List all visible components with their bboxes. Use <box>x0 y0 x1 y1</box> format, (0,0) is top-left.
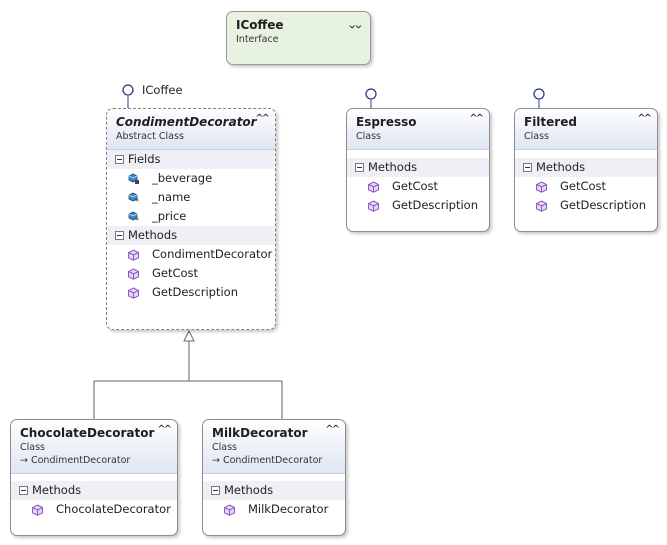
methods-section-header[interactable]: Methods <box>347 158 489 177</box>
chocolate-title: ChocolateDecorator <box>20 426 155 440</box>
fields-header-label: Fields <box>128 152 161 166</box>
svg-text:*: * <box>135 216 139 223</box>
method-item[interactable]: GetDescription <box>347 196 489 215</box>
method-cube-icon <box>127 268 140 280</box>
methods-section-header[interactable]: Methods <box>203 481 345 500</box>
double-chevron-down-icon[interactable]: ^^ <box>350 18 363 29</box>
espresso-stereotype: Class <box>356 131 381 142</box>
field-item[interactable]: _beverage <box>107 169 275 188</box>
lollipop-label-icoffee: ICoffee <box>142 83 183 97</box>
lollipop-espresso <box>365 88 377 108</box>
method-cube-icon <box>127 249 140 261</box>
chocolate-stereotype: Class <box>20 442 45 453</box>
minus-toggle-icon[interactable] <box>211 486 220 495</box>
chocolate-decorator-box[interactable]: ChocolateDecorator Class → CondimentDeco… <box>10 419 178 536</box>
double-chevron-up-icon[interactable]: ^^ <box>325 424 340 435</box>
milk-base-type: → CondimentDecorator <box>212 455 323 466</box>
method-cube-icon <box>535 181 548 193</box>
double-chevron-up-icon[interactable]: ^^ <box>469 113 484 124</box>
chocolate-base-type: → CondimentDecorator <box>20 455 131 466</box>
method-item[interactable]: GetDescription <box>107 283 275 302</box>
field-icon: * <box>127 211 139 223</box>
minus-toggle-icon[interactable] <box>115 231 124 240</box>
method-item[interactable]: MilkDecorator <box>203 500 345 519</box>
methods-section-header[interactable]: Methods <box>107 226 275 245</box>
milk-decorator-box[interactable]: MilkDecorator Class → CondimentDecorator… <box>202 419 346 536</box>
filtered-title: Filtered <box>524 115 577 129</box>
method-cube-icon <box>367 181 380 193</box>
method-item[interactable]: GetCost <box>347 177 489 196</box>
double-chevron-up-icon[interactable]: ^^ <box>157 424 172 435</box>
espresso-header: Espresso Class ^^ <box>347 109 489 150</box>
method-cube-icon <box>223 504 236 516</box>
condiment-title: CondimentDecorator <box>116 115 257 129</box>
double-chevron-up-icon[interactable]: ^^ <box>637 113 652 124</box>
method-cube-icon <box>367 200 380 212</box>
condiment-decorator-box[interactable]: CondimentDecorator Abstract Class ^^ Fie… <box>106 108 276 330</box>
icoffee-title: ICoffee <box>236 18 284 32</box>
filtered-stereotype: Class <box>524 131 549 142</box>
condiment-stereotype: Abstract Class <box>116 131 184 142</box>
icoffee-stereotype: Interface <box>236 34 279 45</box>
filtered-header: Filtered Class ^^ <box>515 109 657 150</box>
chocolate-header: ChocolateDecorator Class → CondimentDeco… <box>11 420 177 474</box>
minus-toggle-icon[interactable] <box>115 155 124 164</box>
minus-toggle-icon[interactable] <box>523 163 532 172</box>
method-cube-icon <box>31 504 44 516</box>
field-item[interactable]: * _price <box>107 207 275 226</box>
inheritance-arrowhead <box>183 329 195 342</box>
filtered-class-box[interactable]: Filtered Class ^^ Methods GetCost GetDes… <box>514 108 658 232</box>
espresso-class-box[interactable]: Espresso Class ^^ Methods GetCost GetDes… <box>346 108 490 232</box>
methods-section-header[interactable]: Methods <box>515 158 657 177</box>
condiment-header: CondimentDecorator Abstract Class ^^ <box>107 109 275 150</box>
icoffee-header: ICoffee Interface ^^ <box>227 12 370 52</box>
fields-section-header[interactable]: Fields <box>107 150 275 169</box>
methods-section-header[interactable]: Methods <box>11 481 177 500</box>
milk-header: MilkDecorator Class → CondimentDecorator… <box>203 420 345 474</box>
method-item[interactable]: GetCost <box>515 177 657 196</box>
minus-toggle-icon[interactable] <box>19 486 28 495</box>
lollipop-filtered <box>533 88 545 108</box>
svg-text:*: * <box>135 197 139 204</box>
milk-stereotype: Class <box>212 442 237 453</box>
field-item[interactable]: * _name <box>107 188 275 207</box>
minus-toggle-icon[interactable] <box>355 163 364 172</box>
icoffee-interface-box[interactable]: ICoffee Interface ^^ <box>226 11 371 65</box>
method-item[interactable]: GetDescription <box>515 196 657 215</box>
field-icon: * <box>127 192 139 204</box>
double-chevron-up-icon[interactable]: ^^ <box>255 113 270 124</box>
espresso-title: Espresso <box>356 115 417 129</box>
method-item[interactable]: GetCost <box>107 264 275 283</box>
lollipop-condiment <box>122 84 134 108</box>
method-cube-icon <box>535 200 548 212</box>
methods-header-label: Methods <box>128 228 178 242</box>
method-item[interactable]: ChocolateDecorator <box>11 500 177 519</box>
field-icon <box>127 173 139 184</box>
method-cube-icon <box>127 287 140 299</box>
milk-title: MilkDecorator <box>212 426 308 440</box>
method-item[interactable]: CondimentDecorator <box>107 245 275 264</box>
